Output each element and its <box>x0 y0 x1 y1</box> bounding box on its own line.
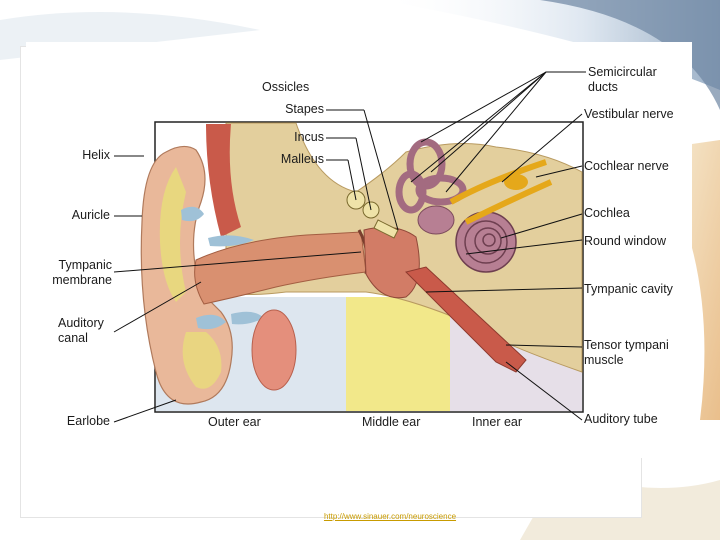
vestibule <box>417 205 455 235</box>
label-cochlear-nerve: Cochlear nerve <box>584 159 669 173</box>
stapes-shape <box>373 219 399 239</box>
middle-ear-zone <box>346 297 450 411</box>
cochlear-nerve-shape <box>464 179 553 225</box>
label-earlobe: Earlobe <box>66 414 110 428</box>
label-middle-ear: Middle ear <box>362 415 421 429</box>
label-tympanic-cavity: Tympanic cavity <box>584 282 673 296</box>
label-incus: Incus <box>294 130 324 144</box>
cochlea-shape <box>455 211 517 273</box>
source-link[interactable]: http://www.sinauer.com/neuroscience <box>323 512 457 521</box>
auditory-tube-shape <box>405 266 527 373</box>
ear-anatomy-figure: Helix Auricle Tympanic membrane Auditory… <box>26 42 692 458</box>
label-auditory-canal: Auditory canal <box>58 316 104 345</box>
earlobe-cartilage <box>182 332 222 389</box>
label-auricle: Auricle <box>71 208 110 222</box>
label-vestibular-nerve: Vestibular nerve <box>584 107 674 121</box>
label-auditory-tube: Auditory tube <box>584 412 658 426</box>
skin-muscle-band <box>206 124 241 237</box>
label-tensor-tympani: Tensor tympani muscle <box>584 338 669 367</box>
leader-lines <box>113 71 586 423</box>
label-outer-ear: Outer ear <box>208 415 261 429</box>
label-cochlea: Cochlea <box>584 206 630 220</box>
label-malleus: Malleus <box>280 152 324 166</box>
label-round-window: Round window <box>584 234 666 248</box>
label-helix: Helix <box>82 148 110 162</box>
ear-illustration <box>113 71 586 423</box>
label-ossicles: Ossicles <box>262 80 310 94</box>
label-inner-ear: Inner ear <box>472 415 523 429</box>
auditory-canal-shape <box>194 231 367 305</box>
gland <box>251 309 297 391</box>
label-semicircular-ducts: Semicircular ducts <box>588 65 657 94</box>
semicircular-ducts-shape <box>395 138 467 214</box>
label-stapes: Stapes <box>285 102 324 116</box>
label-tympanic-membrane: Tympanic membrane <box>52 258 112 287</box>
vestibular-nerve-shape <box>449 159 547 205</box>
